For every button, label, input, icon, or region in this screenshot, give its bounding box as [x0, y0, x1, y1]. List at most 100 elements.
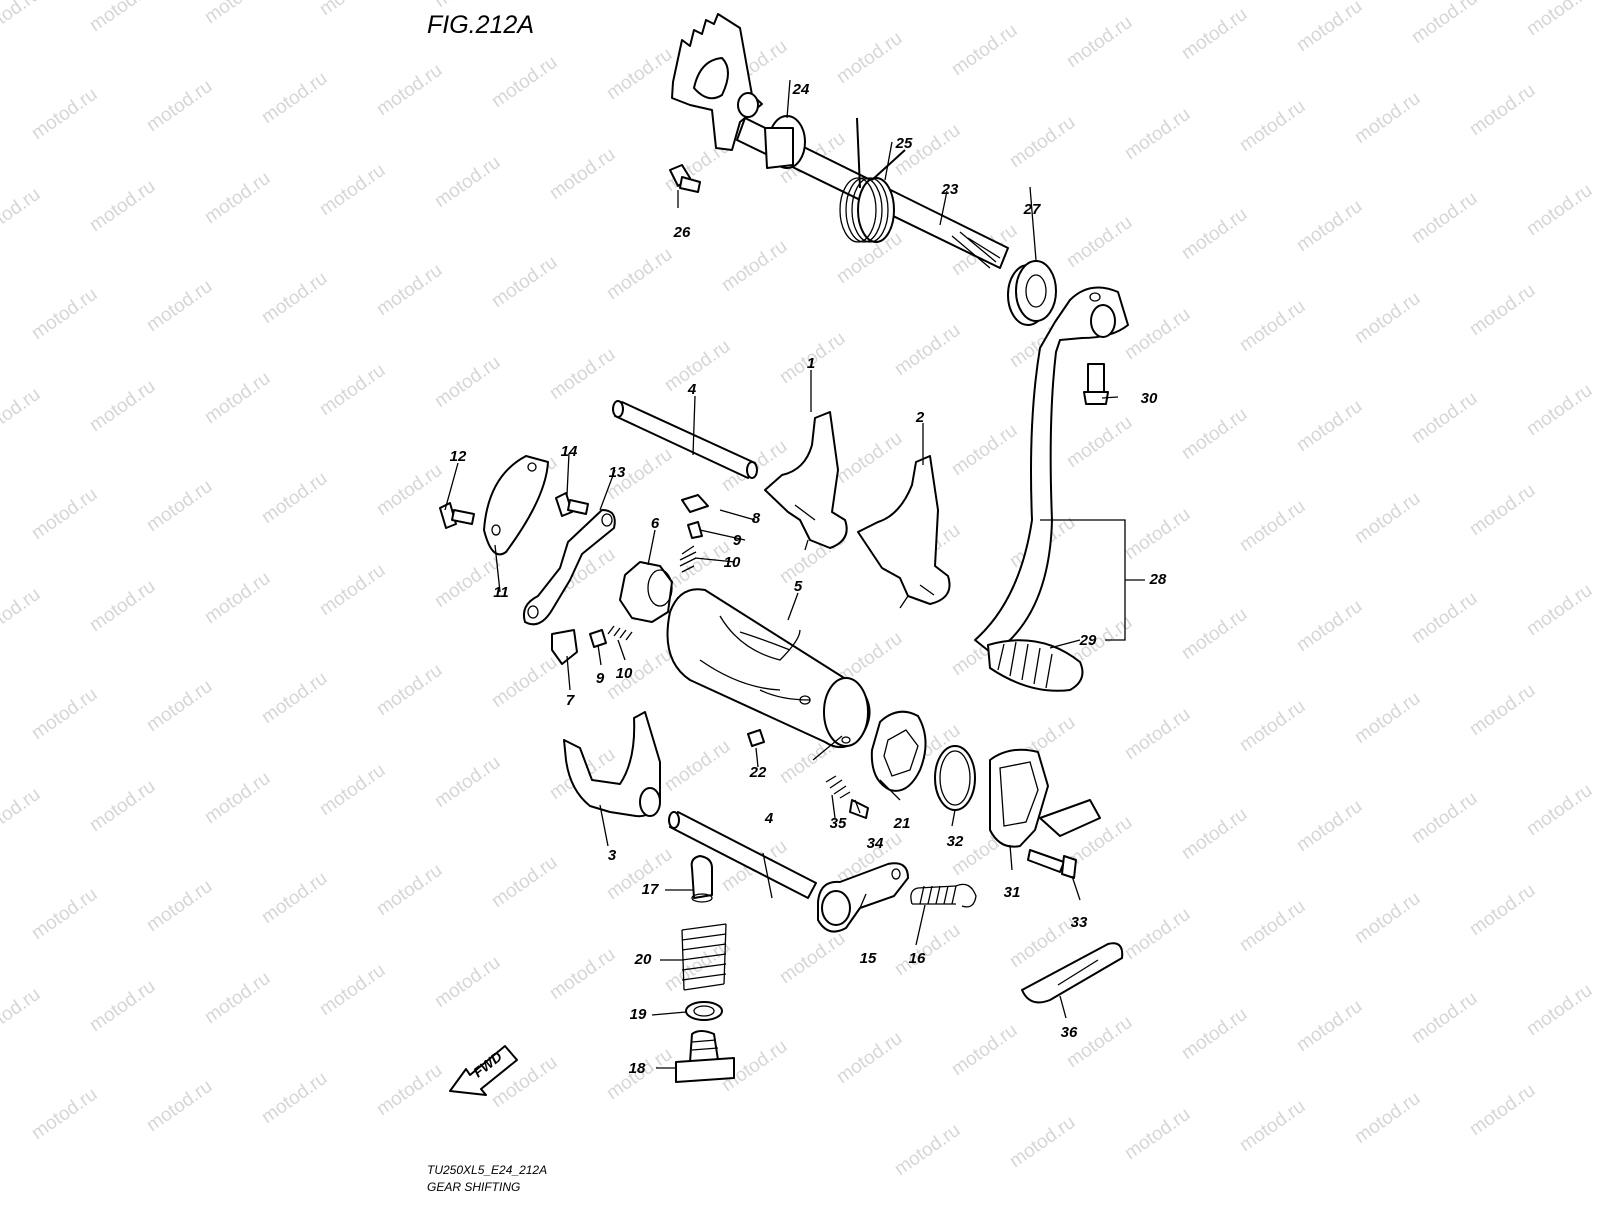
watermark-text: motod.ru	[833, 428, 906, 488]
watermark-text: motod.ru	[201, 568, 274, 628]
part-shift-shaft-plate	[671, 13, 763, 151]
callout-17: 17	[642, 881, 659, 898]
watermark-text: motod.ru	[258, 668, 331, 728]
callout-12: 12	[450, 448, 467, 465]
watermark-text: motod.ru	[201, 168, 274, 228]
watermark-text: motod.ru	[1236, 696, 1309, 756]
part-spring-16	[910, 883, 977, 908]
watermark-text: motod.ru	[143, 676, 216, 736]
part-gear-shift-lever	[974, 286, 1129, 692]
callout-29: 29	[1079, 632, 1097, 649]
part-bolt-30	[1083, 363, 1109, 405]
watermark-text: motod.ru	[1408, 0, 1481, 48]
watermark-text: motod.ru	[201, 0, 274, 28]
watermark-text: motod.ru	[1523, 780, 1596, 840]
watermark-text: motod.ru	[1466, 480, 1539, 540]
watermark-text: motod.ru	[1523, 980, 1596, 1040]
watermark-text: motod.ru	[948, 20, 1021, 80]
watermark-text: motod.ru	[488, 252, 561, 312]
watermark-text: motod.ru	[661, 736, 734, 796]
watermark-text: motod.ru	[258, 1068, 331, 1128]
callout-20: 20	[634, 951, 652, 968]
watermark-text: motod.ru	[1236, 1096, 1309, 1156]
watermark-text: motod.ru	[431, 752, 504, 812]
watermark-text: motod.ru	[1293, 596, 1366, 656]
watermark-text: motod.ru	[1293, 0, 1366, 56]
part-cam-stopper-pin-lower	[551, 625, 633, 665]
watermark-text: motod.ru	[431, 352, 504, 412]
watermark-text: motod.ru	[603, 44, 676, 104]
watermark-text: motod.ru	[1408, 588, 1481, 648]
part-plate-36	[1021, 942, 1124, 1004]
watermark-text: motod.ru	[0, 584, 44, 644]
watermark-text: motod.ru	[258, 868, 331, 928]
watermark-text: motod.ru	[1523, 180, 1596, 240]
callout-19: 19	[630, 1006, 647, 1023]
part-shift-arm-15	[817, 862, 909, 933]
callout-10a: 10	[724, 554, 741, 571]
callout-9b: 9	[596, 670, 605, 687]
callout-25: 25	[895, 135, 913, 152]
watermark-text: motod.ru	[28, 284, 101, 344]
callout-7: 7	[566, 692, 575, 709]
callout-34: 34	[867, 835, 884, 852]
watermark-text: motod.ru	[1351, 488, 1424, 548]
callout-4b: 4	[764, 810, 774, 827]
watermark-text: motod.ru	[1351, 88, 1424, 148]
watermark-text: motod.ru	[1121, 704, 1194, 764]
part-pin-22	[747, 729, 765, 747]
watermark-text: motod.ru	[1178, 1004, 1251, 1064]
watermark-text: motod.ru	[143, 76, 216, 136]
watermark-text: motod.ru	[1236, 896, 1309, 956]
watermark-text: motod.ru	[1178, 604, 1251, 664]
watermark-text: motod.ru	[86, 576, 159, 636]
watermark-text: motod.ru	[1121, 504, 1194, 564]
part-fork-shaft-upper	[612, 400, 758, 479]
part-gear-shift-arm-stopper	[522, 509, 616, 626]
watermark-text: motod.ru	[776, 928, 849, 988]
watermark-text: motod.ru	[316, 0, 389, 20]
watermark-text: motod.ru	[891, 1120, 964, 1180]
leader-lines	[444, 79, 1145, 1069]
figure-title: FIG.212A	[427, 11, 534, 39]
watermark-text: motod.ru	[1121, 904, 1194, 964]
watermark-text: motod.ru	[373, 660, 446, 720]
part-spring-20	[681, 923, 727, 991]
watermark-text: motod.ru	[143, 476, 216, 536]
watermark-text: motod.ru	[488, 852, 561, 912]
callout-32: 32	[947, 833, 964, 850]
watermark-text: motod.ru	[316, 960, 389, 1020]
part-screw-14	[555, 492, 589, 517]
watermark-text: motod.ru	[1466, 680, 1539, 740]
watermark-text: motod.ru	[316, 760, 389, 820]
callout-28: 28	[1149, 571, 1167, 588]
watermark-text: motod.ru	[546, 944, 619, 1004]
watermark-text: motod.ru	[201, 768, 274, 828]
watermark-text: motod.ru	[1063, 1012, 1136, 1072]
callout-31: 31	[1004, 884, 1021, 901]
watermark-text: motod.ru	[1408, 788, 1481, 848]
callout-5: 5	[794, 578, 803, 595]
watermark-text: motod.ru	[1466, 80, 1539, 140]
watermark-text: motod.ru	[488, 52, 561, 112]
watermark-text: motod.ru	[1351, 688, 1424, 748]
watermark-text: motod.ru	[833, 28, 906, 88]
watermark-text: motod.ru	[431, 552, 504, 612]
watermark-text: motod.ru	[1466, 280, 1539, 340]
watermark-text: motod.ru	[0, 0, 44, 44]
callout-13: 13	[609, 464, 626, 481]
watermark-text: motod.ru	[1293, 196, 1366, 256]
watermark-text: motod.ru	[258, 468, 331, 528]
part-cam-driven-gear	[619, 561, 673, 623]
watermark-text: motod.ru	[1236, 96, 1309, 156]
watermark-text: motod.ru	[891, 920, 964, 980]
watermark-text: motod.ru	[1293, 796, 1366, 856]
watermark-text: motod.ru	[373, 860, 446, 920]
callout-22: 22	[749, 764, 767, 781]
part-gear-position-switch	[989, 748, 1101, 848]
part-shaft-return-spring	[839, 117, 906, 243]
part-shift-fork-1	[764, 411, 848, 551]
watermark-text: motod.ru	[431, 152, 504, 212]
